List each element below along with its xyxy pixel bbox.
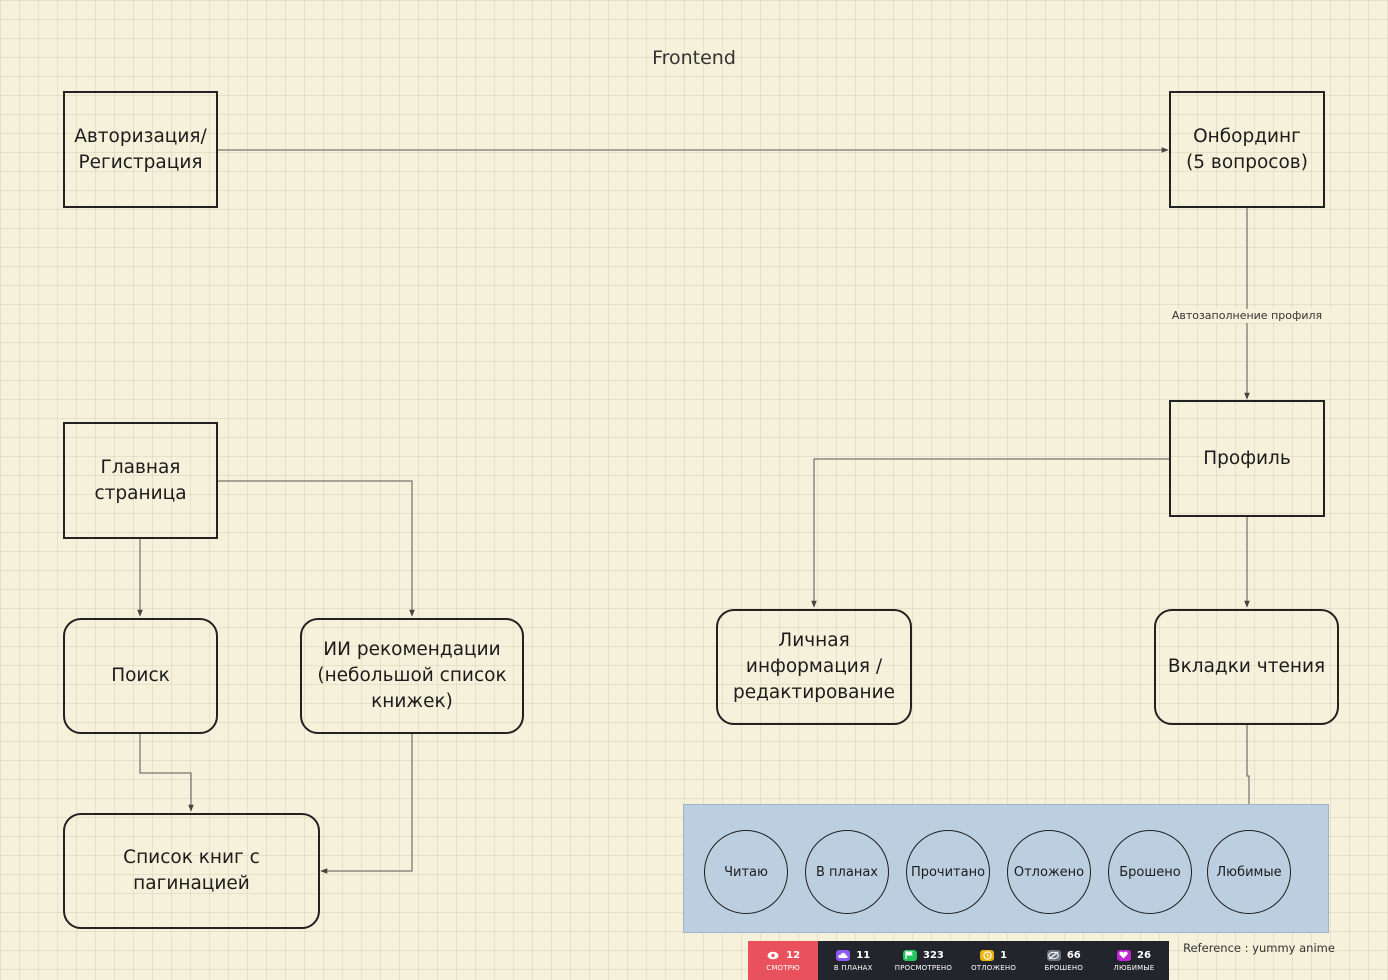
stat-label: БРОШЕНО [1044,963,1084,972]
edge-search-to-book-list [139,733,194,812]
node-personal-info: Личная информация / редактирование [716,609,912,725]
edge-reading-tabs-to-favorites [1246,724,1252,828]
tab-finished: Прочитано [906,830,990,914]
node-onboarding: Онбординг (5 вопросов) [1169,91,1325,208]
stat-planned: 11 В ПЛАНАХ [818,941,888,980]
reference-note: Reference : yummy anime [1183,941,1335,955]
tab-reading: Читаю [704,830,788,914]
tab-planned: В планах [805,830,889,914]
reference-stats-strip: 12 СМОТРЮ 11 В ПЛАНАХ 323 ПРОСМОТРЕНО 1 … [748,941,1169,980]
node-reading-tabs: Вкладки чтения [1154,609,1339,725]
node-auth: Авторизация/ Регистрация [63,91,218,208]
edge-label-autofill: Автозаполнение профиля [1160,309,1334,323]
stat-count: 26 [1136,949,1151,961]
stat-count: 11 [856,949,871,961]
stat-favorites: 26 ЛЮБИМЫЕ [1099,941,1169,980]
stat-count: 323 [922,949,944,961]
tab-postponed: Отложено [1007,830,1091,914]
eye-off-icon [1046,949,1061,961]
edge-main-to-ai [217,480,415,617]
stat-watching: 12 СМОТРЮ [748,941,819,980]
stat-label: СМОТРЮ [766,963,800,972]
stat-label: В ПЛАНАХ [833,963,873,972]
tab-dropped: Брошено [1108,830,1192,914]
edge-ai-to-book-list [320,733,413,874]
flag-icon [902,949,917,961]
stat-count: 66 [1066,949,1081,961]
reading-tabs-group: Читаю В планах Прочитано Отложено Брошен… [683,804,1329,933]
stat-count: 1 [1000,949,1008,961]
cloud-icon [836,949,851,961]
clock-icon [980,949,995,961]
stat-label: ОТЛОЖЕНО [971,963,1017,972]
stat-postponed: 1 ОТЛОЖЕНО [959,941,1029,980]
edge-profile-to-personal-info [811,458,1170,608]
stat-dropped: 66 БРОШЕНО [1029,941,1099,980]
node-ai-recommendations: ИИ рекомендации (небольшой список книжек… [300,618,524,734]
stat-label: ЛЮБИМЫЕ [1113,963,1155,972]
node-main-page: Главная страница [63,422,218,539]
stat-count: 12 [786,949,801,961]
heart-icon [1116,949,1131,961]
stat-label: ПРОСМОТРЕНО [894,963,953,972]
node-book-list: Список книг с пагинацией [63,813,320,929]
tab-favorites: Любимые [1207,830,1291,914]
node-profile: Профиль [1169,400,1325,517]
eye-icon [766,950,780,961]
diagram-title: Frontend [652,47,736,69]
node-search: Поиск [63,618,218,734]
stat-watched: 323 ПРОСМОТРЕНО [888,941,958,980]
